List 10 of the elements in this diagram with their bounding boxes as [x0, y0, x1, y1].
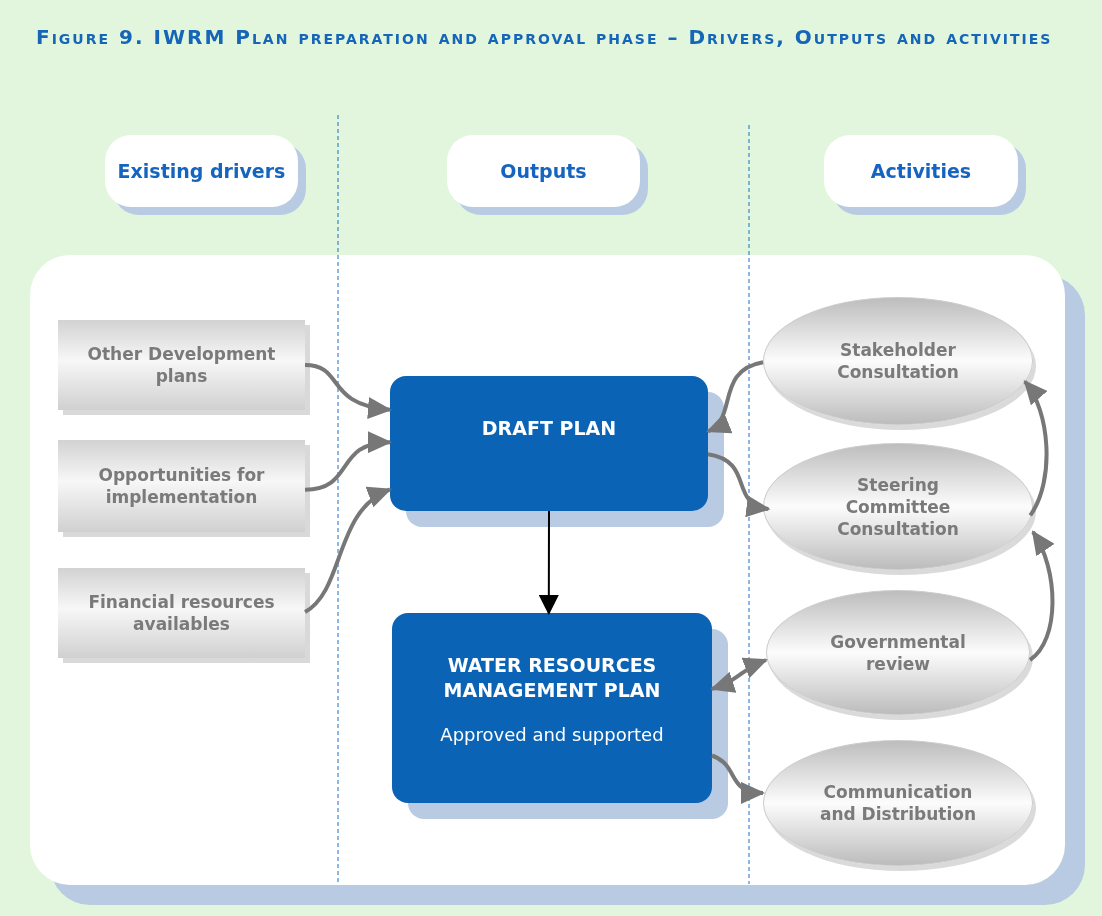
figure-title: Figure 9. IWRM Plan preparation and approval phase – Drivers, Outputs and activities [36, 24, 1054, 51]
arrow [1023, 379, 1049, 517]
arrow [304, 432, 392, 492]
arrow [304, 363, 392, 418]
arrow [538, 510, 559, 615]
arrow [1028, 530, 1055, 662]
arrow [710, 658, 768, 693]
arrow [707, 452, 771, 515]
arrow [706, 360, 764, 434]
arrow [303, 487, 392, 614]
